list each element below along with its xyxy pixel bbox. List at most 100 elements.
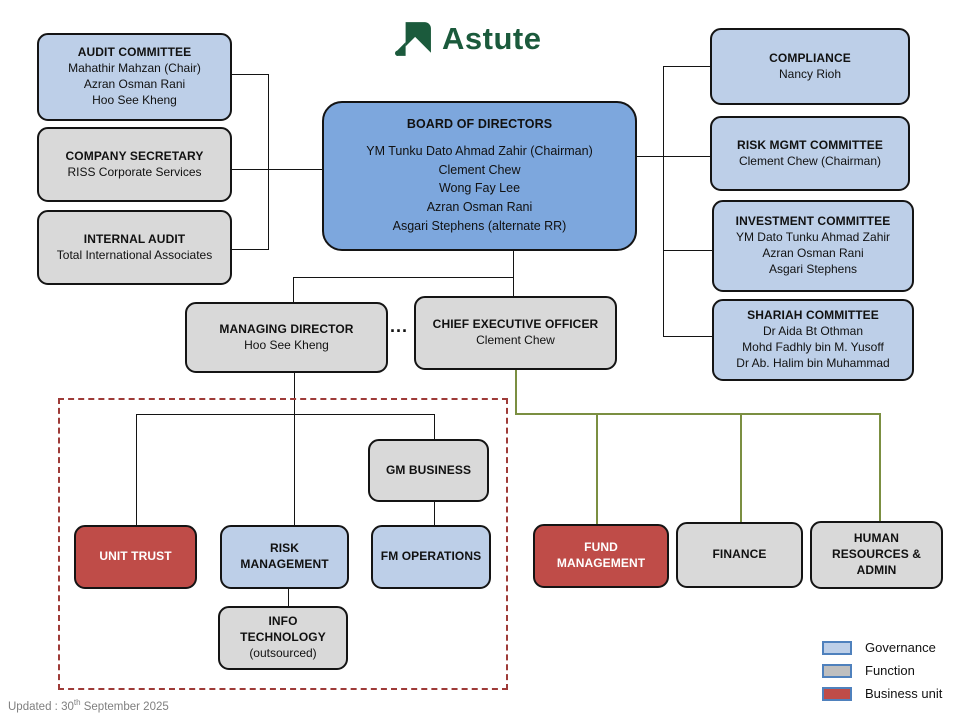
legend-item-business-unit: Business unit [822,686,942,701]
org-box-finance: FINANCE [676,522,803,588]
box-line: RISS Corporate Services [67,164,202,179]
org-box-company-secretary: COMPANY SECRETARY RISS Corporate Service… [37,127,232,202]
legend-item-governance: Governance [822,640,942,655]
box-title: HUMAN RESOURCES & ADMIN [831,531,922,577]
connector [232,249,268,250]
connector [637,156,710,157]
connector-olive [879,413,881,521]
box-line: (outsourced) [249,645,317,660]
md-ceo-separator-dots: ... [390,316,409,336]
box-title: COMPANY SECRETARY [65,148,204,163]
connector-olive [515,370,517,415]
box-title: UNIT TRUST [99,549,172,564]
org-box-fm-operations: FM OPERATIONS [371,525,491,589]
org-box-info-technology: INFO TECHNOLOGY (outsourced) [218,606,348,670]
org-box-ceo: CHIEF EXECUTIVE OFFICER Clement Chew [414,296,617,370]
box-line: Wong Fay Lee [438,181,521,196]
governance-swatch [822,640,852,655]
business-unit-swatch [822,686,852,701]
connector [663,66,710,67]
box-line: Hoo See Kheng [92,92,177,107]
logo: Astute [394,20,541,58]
function-swatch [822,663,852,678]
connector [663,66,664,337]
box-line: YM Dato Tunku Ahmad Zahir [735,230,891,245]
connector [232,74,268,75]
box-line: Azran Osman Rani [83,77,186,91]
box-line: YM Tunku Dato Ahmad Zahir (Chairman) [366,143,593,158]
box-line: Nancy Rioh [778,66,842,81]
org-box-board-of-directors: BOARD OF DIRECTORS YM Tunku Dato Ahmad Z… [322,101,637,251]
box-line: Mahathir Mahzan (Chair) [68,61,201,76]
connector-olive [740,413,742,522]
box-title: RISK MGMT COMMITTEE [737,137,883,152]
box-line: Mohd Fadhly bin M. Yusoff [742,340,884,354]
box-title: INFO TECHNOLOGY [240,614,326,645]
connector [513,251,514,277]
org-box-shariah-committee: SHARIAH COMMITTEE Dr Aida Bt Othman Mohd… [712,299,914,381]
org-box-managing-director: MANAGING DIRECTOR Hoo See Kheng [185,302,388,373]
box-title: FUND MANAGEMENT [556,540,646,570]
org-box-compliance: COMPLIANCE Nancy Rioh [710,28,910,105]
box-title: INVESTMENT COMMITTEE [735,214,891,229]
box-title: COMPLIANCE [769,50,851,65]
updated-date: Updated : 30th September 2025 [8,698,169,713]
connector [434,502,435,525]
box-title: FINANCE [712,547,767,562]
connector [293,277,294,302]
box-line: Asgari Stephens [768,261,858,276]
connector-olive [596,413,598,524]
box-title: CHIEF EXECUTIVE OFFICER [432,317,599,332]
box-line: Azran Osman Rani [426,200,533,215]
box-line: Dr Ab. Halim bin Muhammad [736,355,890,370]
legend-label: Business unit [865,686,943,701]
org-box-unit-trust: UNIT TRUST [74,525,197,589]
dashed-frame [58,398,508,690]
connector [434,414,435,439]
legend-item-function: Function [822,663,942,678]
org-box-hr-admin: HUMAN RESOURCES & ADMIN [810,521,943,589]
connector [663,250,712,251]
box-title: INTERNAL AUDIT [83,231,186,246]
box-line: Clement Chew [438,162,521,177]
connector [136,414,435,415]
box-line: Hoo See Kheng [244,337,329,352]
legend-label: Governance [865,640,936,655]
box-line: Total International Associates [56,247,213,262]
box-title: FM OPERATIONS [380,549,482,564]
box-line: Azran Osman Rani [762,246,864,260]
connector [293,277,514,278]
connector [136,414,137,525]
box-line: Clement Chew (Chairman) [738,153,882,168]
box-title: GM BUSINESS [385,462,472,477]
connector [513,277,514,296]
box-title: BOARD OF DIRECTORS [406,117,553,132]
org-box-risk-management: RISK MANAGEMENT [220,525,349,589]
connector [232,169,322,170]
org-box-gm-business: GM BUSINESS [368,439,489,502]
org-box-internal-audit: INTERNAL AUDIT Total International Assoc… [37,210,232,285]
box-title: RISK MANAGEMENT [240,541,329,571]
legend: Governance Function Business unit [822,640,942,701]
box-title: MANAGING DIRECTOR [219,321,354,336]
updated-date-ordinal: th [73,698,81,707]
org-box-risk-mgmt-committee: RISK MGMT COMMITTEE Clement Chew (Chairm… [710,116,910,191]
org-box-investment-committee: INVESTMENT COMMITTEE YM Dato Tunku Ahmad… [712,200,914,292]
box-line: Clement Chew [476,333,555,347]
connector [288,589,289,606]
logo-text: Astute [442,21,542,56]
updated-date-prefix: Updated : 30 [8,700,74,713]
box-line: Asgari Stephens (alternate RR) [392,218,567,233]
logo-icon [394,20,432,58]
box-title: SHARIAH COMMITTEE [747,308,879,323]
connector [663,336,712,337]
connector [268,74,269,250]
org-box-fund-management: FUND MANAGEMENT [533,524,669,588]
connector [294,373,295,525]
legend-label: Function [865,663,915,678]
updated-date-suffix: September 2025 [80,700,169,713]
connector-olive [515,413,881,415]
box-line: Dr Aida Bt Othman [762,324,864,339]
org-box-audit-committee: AUDIT COMMITTEE Mahathir Mahzan (Chair) … [37,33,232,121]
